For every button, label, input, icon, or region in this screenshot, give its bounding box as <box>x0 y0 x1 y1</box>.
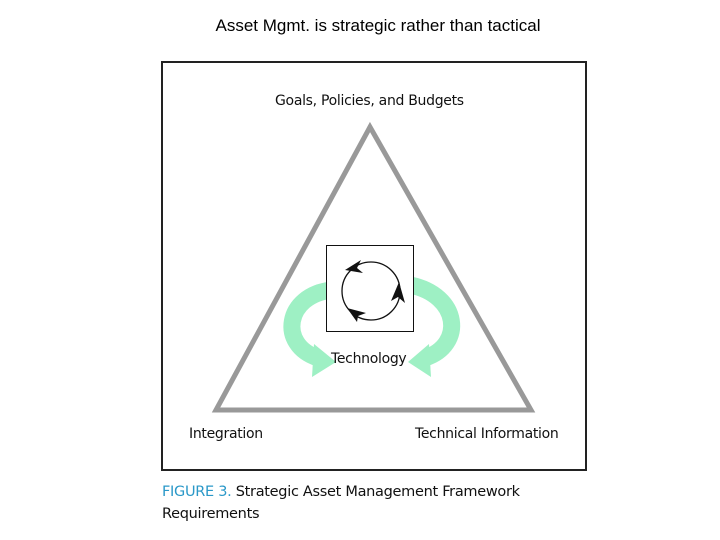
framework-triangle <box>211 121 536 413</box>
cycle-arrows-icon <box>341 260 405 322</box>
figure-caption-text: Strategic Asset Management Framework Req… <box>162 484 520 522</box>
integration-label: Integration <box>189 426 263 442</box>
goals-policies-budgets-label: Goals, Policies, and Budgets <box>275 93 464 109</box>
figure-caption: FIGURE 3. Strategic Asset Management Fra… <box>162 481 542 525</box>
figure-frame <box>161 61 587 471</box>
figure-caption-label: FIGURE 3. <box>162 484 232 500</box>
technology-cycle-box <box>326 245 414 332</box>
technology-label: Technology <box>331 351 407 367</box>
technical-information-label: Technical Information <box>415 426 559 442</box>
slide-title: Asset Mgmt. is strategic rather than tac… <box>215 16 541 35</box>
left-curved-arrow-icon <box>283 281 336 377</box>
right-curved-arrow-icon <box>407 276 461 377</box>
